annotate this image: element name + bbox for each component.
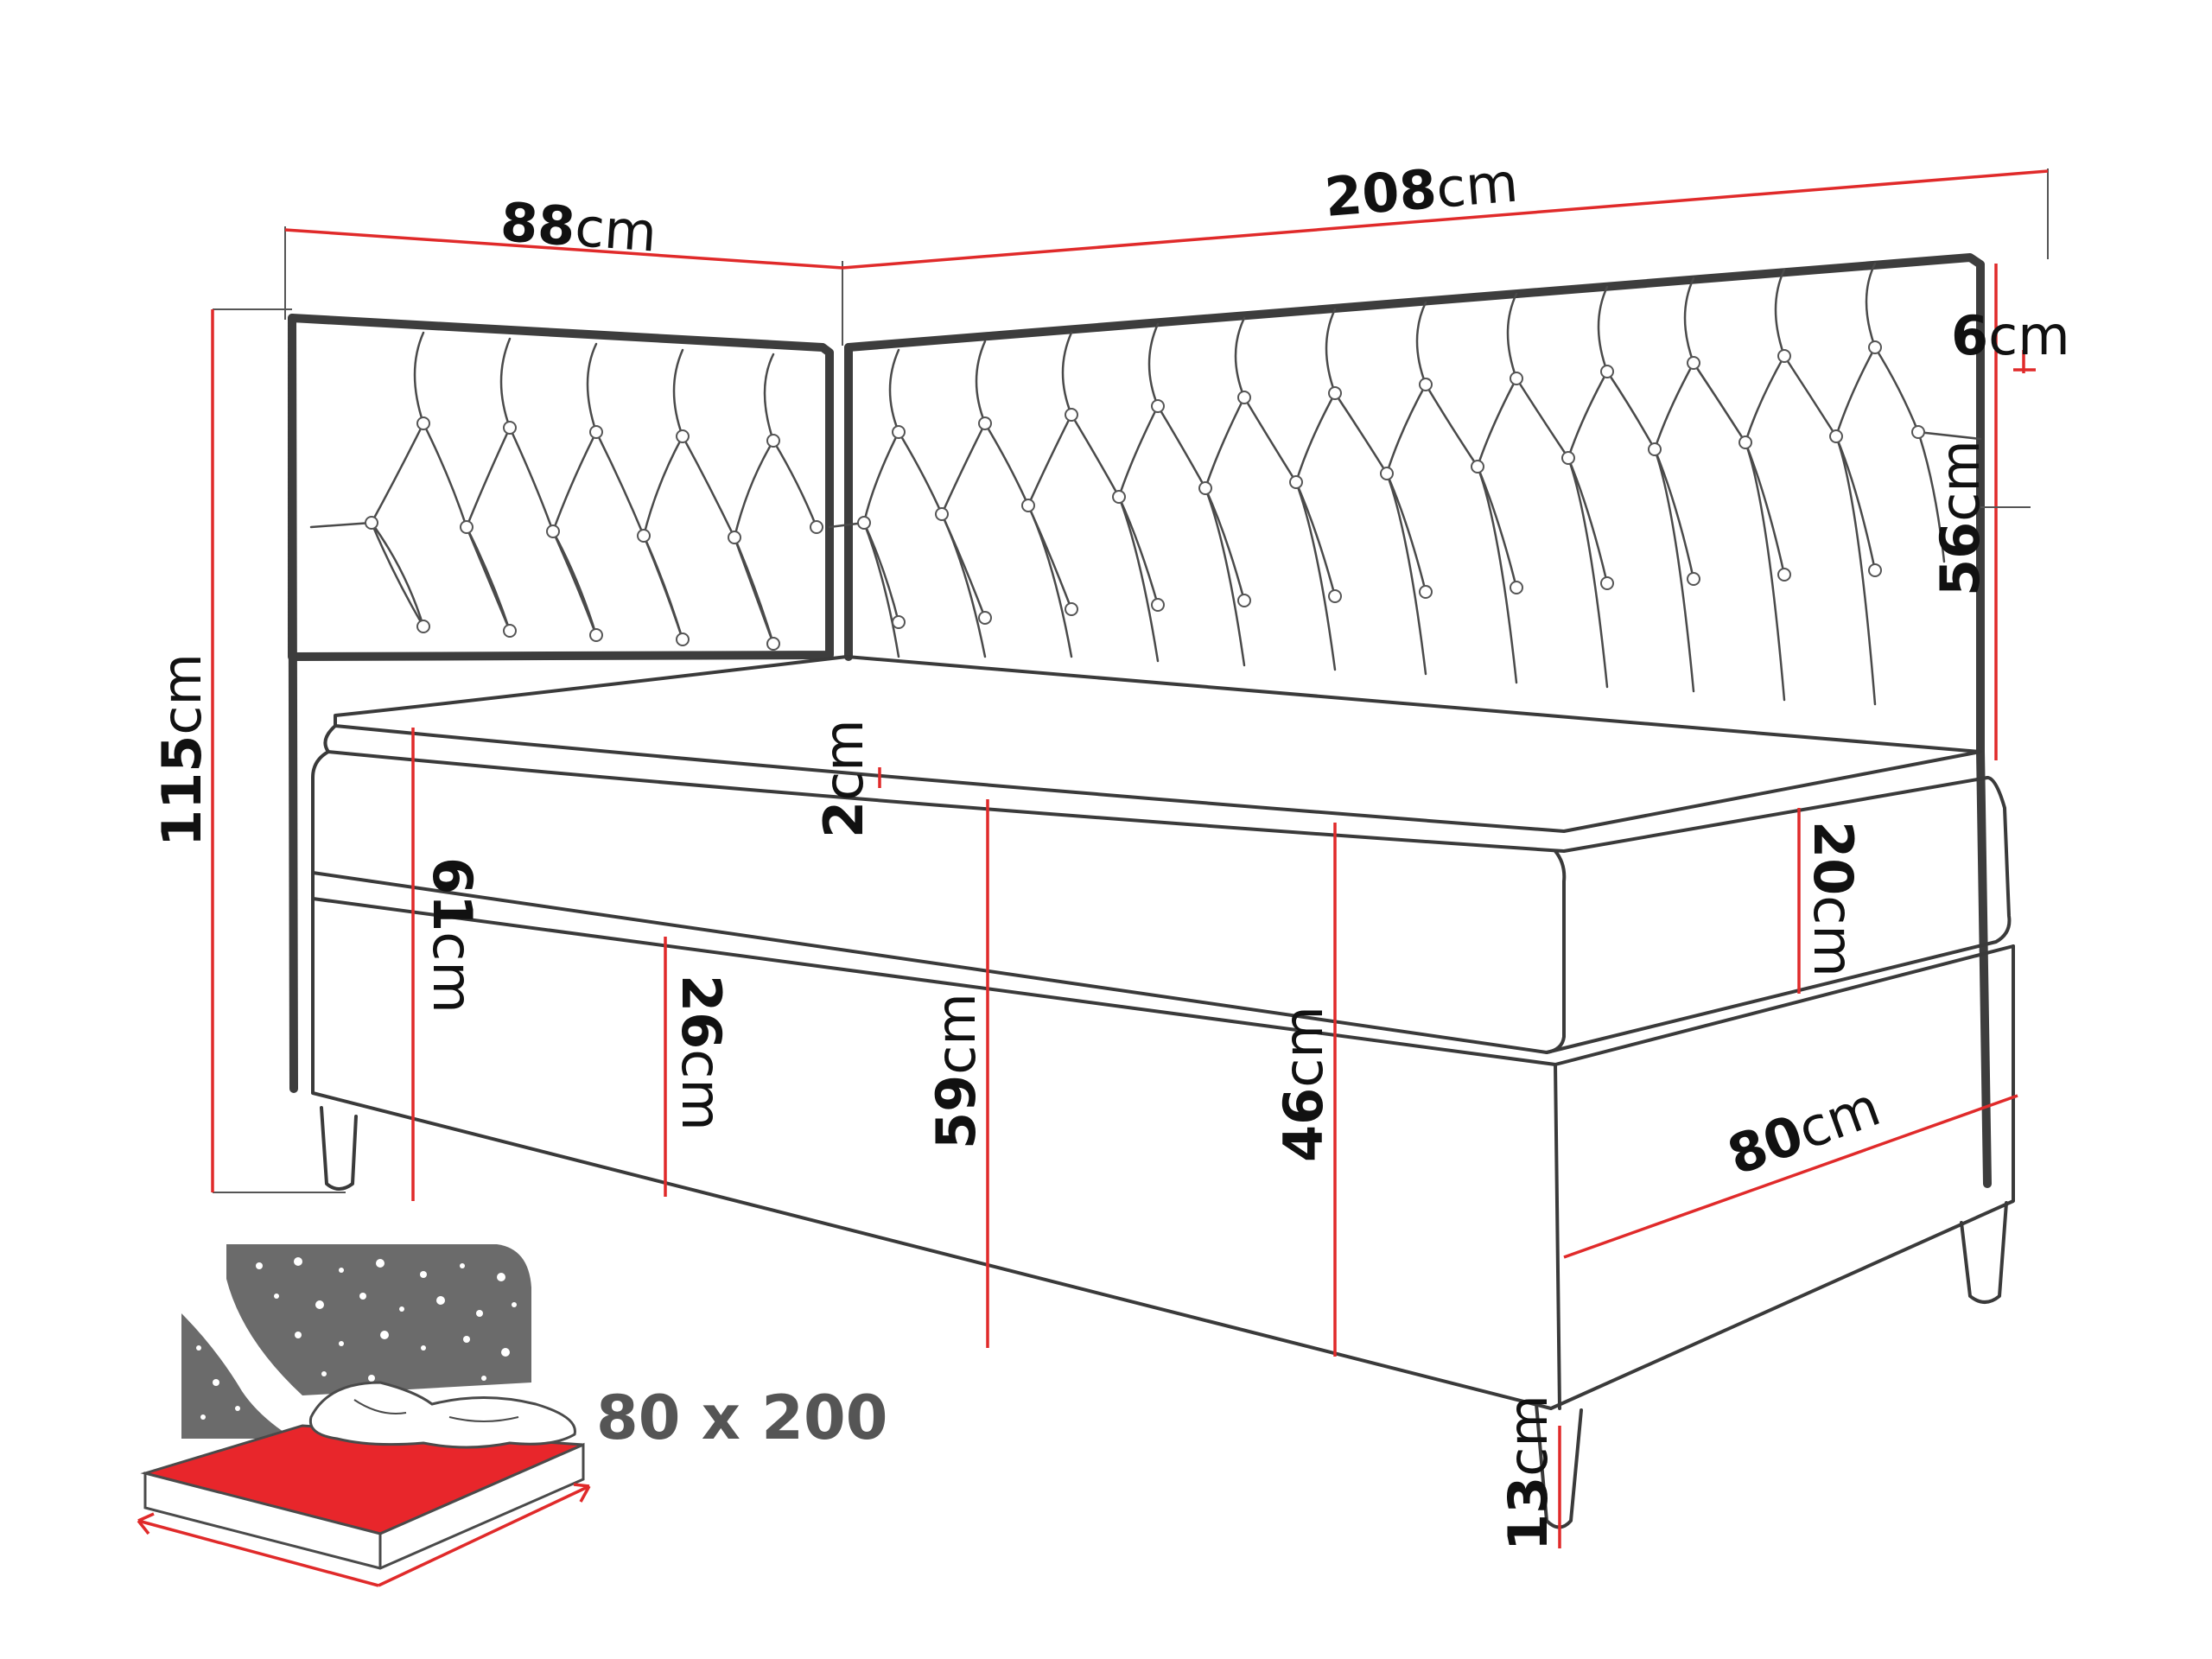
dim-line-80 [1563,1094,2018,1259]
back-headboard [844,253,1985,756]
label-56: 56cm [1929,440,1992,596]
dimension-lines [211,168,2049,1548]
label-6: 6cm [1951,304,2070,367]
label-26: 26cm [670,975,733,1131]
leg-back-right [1960,1201,2008,1304]
topper [334,655,1982,833]
pillow-icon [308,1381,576,1449]
label-115: 115cm [150,653,213,847]
label-59: 59cm [925,993,988,1149]
label-208: 208cm [1322,151,1520,229]
label-20: 20cm [1802,821,1865,977]
side-headboard [288,314,834,661]
dimension-labels: 88cm 208cm 6cm 56cm 115cm 2cm 61cm 26cm … [150,151,2070,1551]
stars [196,1257,517,1420]
dim-line-208 [842,169,2049,270]
back-headboard-tufting [828,262,1982,706]
label-88: 88cm [499,190,658,264]
label-61: 61cm [421,857,484,1014]
leg-front-left [320,1106,358,1191]
mattress [311,750,2012,1054]
label-2: 2cm [812,719,875,838]
mattress-size-label: 80 x 200 [596,1382,887,1453]
side-headboard-tufting [309,331,818,645]
label-13: 13cm [1497,1395,1560,1551]
tufting-buttons [365,340,1925,651]
label-46: 46cm [1272,1006,1335,1162]
mattress-size-icon: 80 x 200 [137,1244,887,1587]
star-pattern-icon [226,1244,531,1395]
bed-base [311,897,2015,1410]
dim-line-88 [284,228,843,270]
bed-diagram-icon [288,253,2015,1529]
